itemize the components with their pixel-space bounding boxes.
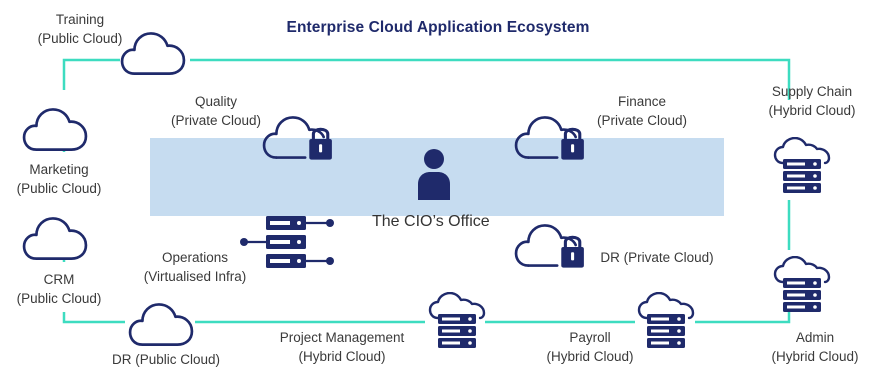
admin-label: Admin(Hybrid Cloud): [771, 330, 859, 364]
dr-public-label: DR (Public Cloud): [111, 352, 221, 367]
diagram-title: Enterprise Cloud Application Ecosystem: [286, 19, 590, 36]
quality-label: Quality(Private Cloud): [170, 94, 262, 128]
cio-office-label: The CIO’s Office: [372, 213, 490, 230]
person-icon: [418, 149, 450, 200]
dr-private-cloud-lock-icon: [514, 223, 586, 270]
finance-label: Finance(Private Cloud): [596, 94, 688, 128]
training-label: Training(Public Cloud): [37, 12, 123, 46]
supply-chain-label: Supply Chain(Hybrid Cloud): [768, 84, 856, 118]
dr-private-label: DR (Private Cloud): [600, 250, 714, 265]
marketing-label: Marketing(Public Cloud): [16, 162, 102, 196]
project-management-label: Project Management(Hybrid Cloud): [279, 330, 405, 364]
operations-label: Operations(Virtualised Infra): [143, 250, 247, 284]
crm-label: CRM(Public Cloud): [16, 272, 102, 306]
payroll-label: Payroll(Hybrid Cloud): [546, 330, 634, 364]
